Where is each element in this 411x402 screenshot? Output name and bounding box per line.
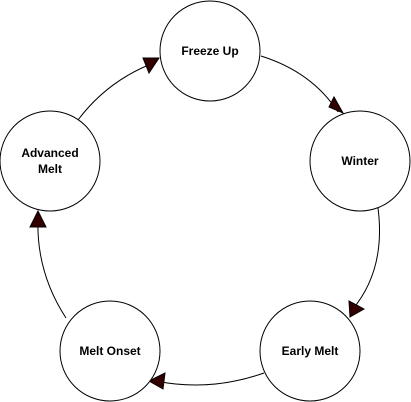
node-advanced-melt-circle <box>0 110 101 212</box>
arrowhead-early-melt <box>348 300 366 318</box>
edge-freeze-up-to-winter <box>260 55 339 113</box>
node-early-melt-circle <box>259 300 361 402</box>
node-melt-onset-label: Melt Onset <box>79 344 140 358</box>
edge-melt-onset-to-advanced-melt <box>37 217 67 319</box>
node-advanced-melt-label-line-1: Advanced <box>21 146 78 160</box>
arrowhead-winter <box>328 95 345 115</box>
edge-advanced-melt-to-freeze-up <box>77 61 157 121</box>
node-early-melt-label: Early Melt <box>282 344 339 358</box>
node-freeze-up[interactable]: Freeze Up <box>159 0 261 102</box>
node-early-melt[interactable]: Early Melt <box>259 300 361 402</box>
arrowhead-freeze-up <box>142 57 160 75</box>
arrowhead-melt-onset <box>147 372 166 390</box>
node-melt-onset[interactable]: Melt Onset <box>59 300 161 402</box>
node-freeze-up-label: Freeze Up <box>181 44 238 58</box>
arrowhead-advanced-melt <box>29 209 47 228</box>
node-melt-onset-circle <box>59 300 161 402</box>
node-freeze-up-circle <box>159 0 261 102</box>
arrows-layer <box>29 57 366 390</box>
node-winter-circle <box>309 110 411 212</box>
edge-early-melt-to-melt-onset <box>155 372 265 386</box>
node-advanced-melt-label-line-2: Melt <box>38 162 62 176</box>
node-advanced-melt[interactable]: Advanced Melt <box>0 110 101 212</box>
edge-winter-to-early-melt <box>351 207 381 311</box>
node-winter-label: Winter <box>341 154 379 168</box>
node-winter[interactable]: Winter <box>309 110 411 212</box>
